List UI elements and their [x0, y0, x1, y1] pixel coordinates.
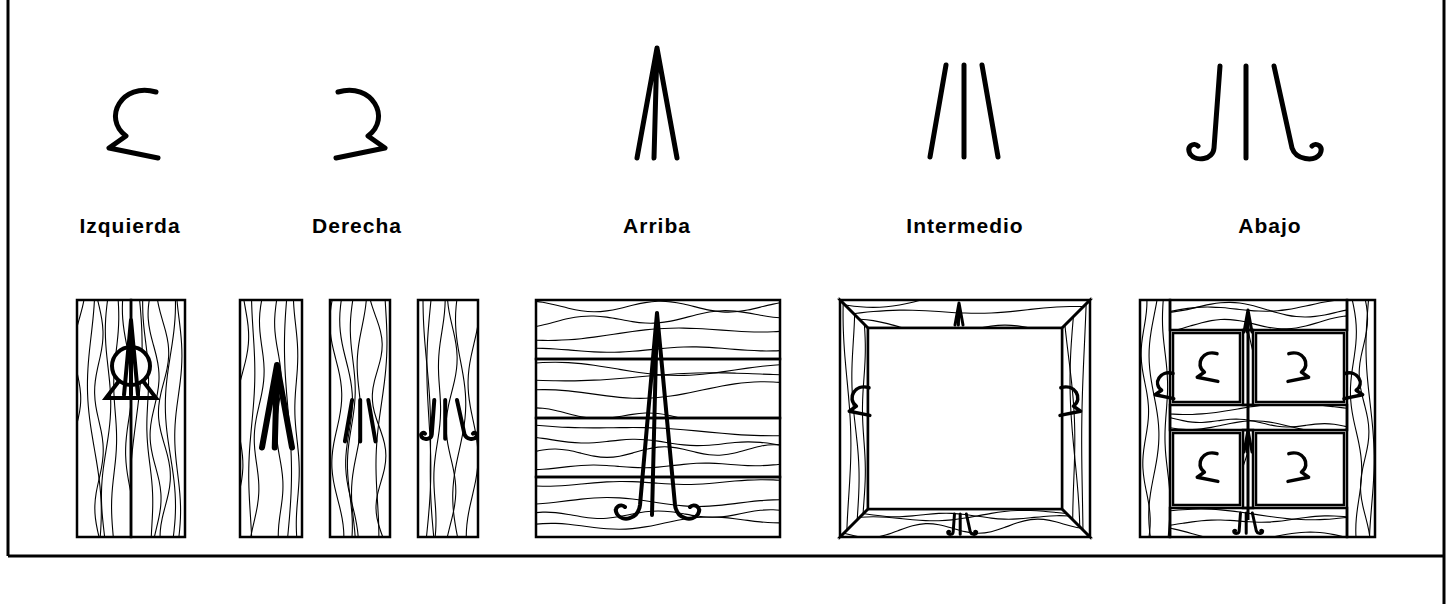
wood-board	[840, 509, 1090, 537]
carpenter-mark	[1344, 373, 1363, 399]
carpenter-mark	[930, 65, 998, 157]
wood-board	[536, 477, 780, 537]
wood-board	[840, 300, 868, 537]
page-frame	[8, 0, 1444, 604]
carpenter-mark	[955, 303, 963, 325]
carpenter-mark	[1234, 513, 1263, 533]
carpenter-mark	[106, 320, 156, 398]
wood-board	[1170, 300, 1347, 330]
wood-board	[1062, 300, 1090, 537]
wood-board	[536, 418, 780, 477]
wood-grain	[530, 425, 786, 470]
wood-board	[1347, 300, 1375, 537]
panel-opening	[1173, 433, 1240, 505]
symbol-caption: Derecha	[312, 214, 402, 238]
wood-grain	[530, 480, 786, 529]
panel-opening	[868, 328, 1062, 509]
wood-grain	[330, 294, 387, 543]
carpenter-mark	[1060, 387, 1081, 415]
carpenter-mark	[336, 90, 385, 158]
panel-opening	[1173, 333, 1240, 402]
carpenter-mark	[1244, 430, 1252, 452]
wood-grain	[1141, 294, 1170, 543]
carpenter-mark	[637, 48, 677, 158]
wood-grain	[843, 294, 865, 543]
carpenter-mark	[1197, 453, 1218, 481]
carpenter-mark	[1288, 453, 1309, 481]
panel-opening	[1256, 433, 1344, 505]
wood-grain	[834, 510, 1096, 537]
wood-grain	[1164, 403, 1353, 431]
carpenter-mark	[262, 365, 292, 448]
wood-board	[330, 300, 390, 537]
symbol-caption: Izquierda	[79, 214, 180, 238]
carpenter-mark	[1197, 353, 1218, 381]
wood-grain	[70, 294, 136, 543]
wood-grain	[1063, 294, 1087, 543]
wood-board	[77, 300, 131, 537]
wood-grain	[530, 362, 786, 423]
wood-board	[1170, 405, 1347, 430]
symbol-caption: Arriba	[623, 214, 691, 238]
wood-board	[536, 359, 780, 418]
carpenter-mark	[345, 400, 376, 441]
carpenter-mark	[1244, 310, 1252, 332]
wood-grain	[1350, 294, 1374, 543]
carpenter-mark	[948, 514, 977, 534]
symbol-caption: Abajo	[1238, 214, 1301, 238]
symbol-caption: Intermedio	[906, 214, 1023, 238]
wood-board	[131, 300, 185, 537]
wood-board	[418, 300, 478, 537]
carpenter-mark	[849, 387, 870, 415]
carpenter-mark	[109, 90, 158, 158]
wood-board	[240, 300, 302, 537]
carpenter-mark	[421, 400, 477, 439]
panel-opening	[1256, 333, 1344, 402]
carpenter-mark	[1189, 66, 1321, 159]
wood-board	[1140, 300, 1170, 537]
wood-board	[840, 300, 1090, 328]
carpenter-mark	[1247, 312, 1250, 520]
carpenter-mark	[1288, 353, 1309, 381]
wood-grain	[130, 294, 182, 543]
carpenter-mark	[1155, 373, 1174, 399]
carpenter-mark	[616, 313, 699, 519]
wood-board	[1170, 508, 1347, 537]
wood-grain	[1164, 299, 1353, 333]
